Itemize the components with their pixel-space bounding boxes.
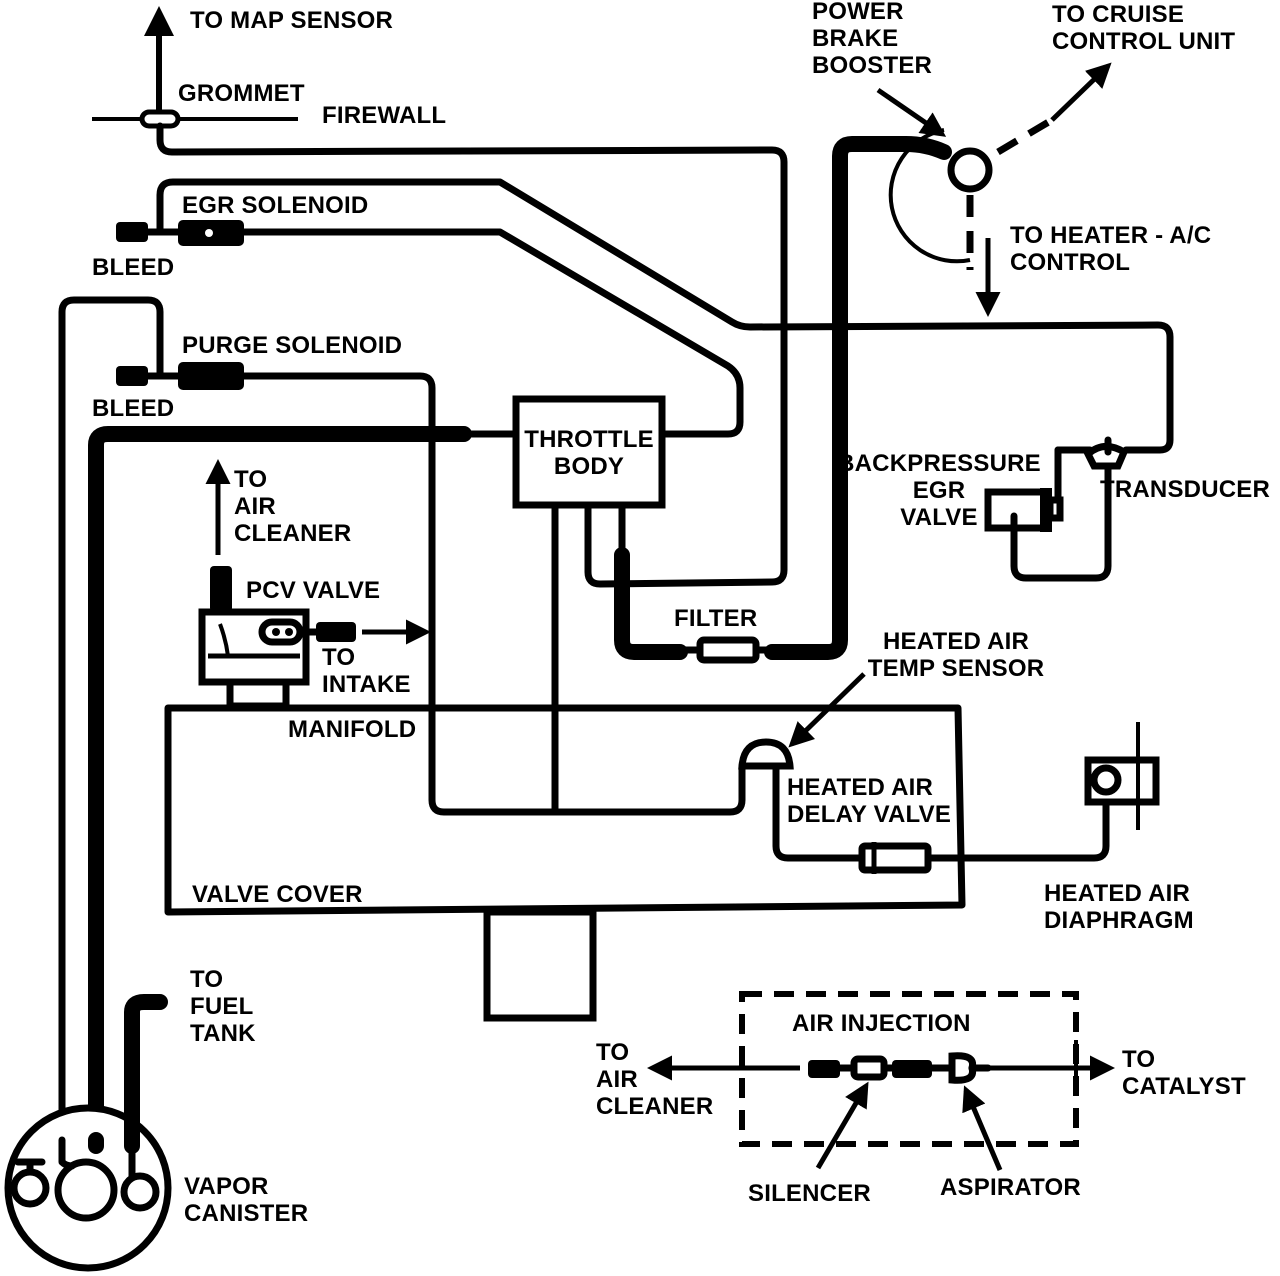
air-injection-hose-left [808, 1060, 840, 1078]
canister-port-center [54, 1158, 118, 1222]
diaphragm-port [1090, 764, 1122, 796]
brake-booster-port [947, 147, 993, 193]
label-purge-solenoid: PURGE SOLENOID [182, 332, 403, 359]
label-to-air-cleaner-top: TO AIR CLEANER [234, 466, 352, 547]
label-pcv-valve: PCV VALVE [246, 577, 381, 604]
label-silencer: SILENCER [748, 1180, 871, 1207]
label-bleed-bottom: BLEED [92, 395, 175, 422]
hose-egr-to-throttle [240, 228, 744, 438]
egr-solenoid-port [205, 229, 213, 237]
label-to-catalyst: TO CATALYST [1122, 1046, 1246, 1100]
hose-egr-loop [1010, 462, 1112, 582]
label-to-fuel-tank: TO FUEL TANK [190, 966, 256, 1047]
label-manifold: MANIFOLD [288, 716, 417, 743]
hose-delay-diaphragm [924, 786, 1110, 862]
hose-fuel-tank [124, 994, 168, 1154]
label-transducer: TRANSDUCER [1100, 476, 1270, 503]
label-filter: FILTER [674, 605, 758, 632]
pcv-port [258, 618, 304, 646]
label-aspirator: ASPIRATOR [940, 1174, 1081, 1201]
pcv-port-dot-right [285, 628, 293, 636]
label-valve-cover: VALVE COVER [192, 881, 363, 908]
hose-canister-to-throttle [88, 426, 472, 1148]
air-injection-box [739, 991, 1079, 1147]
throttle-body [512, 395, 666, 509]
valve-cover [164, 704, 966, 916]
pcv-grommet [226, 678, 290, 710]
label-heated-air-temp-sensor: HEATED AIR TEMP SENSOR [867, 628, 1045, 682]
canister-port-left [10, 1168, 50, 1208]
canister-port-right [120, 1172, 160, 1212]
hose-egr-vertical [156, 178, 1174, 454]
pcv-port-dot-left [272, 628, 280, 636]
bleed-top [116, 222, 148, 242]
label-bleed-top: BLEED [92, 254, 175, 281]
pointer-brake-booster [876, 87, 947, 137]
label-heated-air-delay-valve: HEATED AIR DELAY VALVE [787, 774, 952, 828]
label-firewall: FIREWALL [322, 102, 447, 129]
hose-cruise-dashed [996, 116, 1054, 156]
hose-brake-booster [614, 547, 688, 660]
label-to-air-cleaner-bottom: TO AIR CLEANER [596, 1039, 714, 1120]
valve-cover-base [483, 908, 597, 1022]
label-grommet: GROMMET [178, 80, 305, 107]
label-backpressure-egr-valve: BACKPRESSURE EGR VALVE [837, 450, 1041, 531]
label-egr-solenoid: EGR SOLENOID [182, 192, 369, 219]
label-air-injection: AIR INJECTION [792, 1010, 971, 1037]
arrow-cruise [1050, 62, 1112, 122]
pointer-temp-sensor [788, 672, 866, 748]
label-to-map-sensor: TO MAP SENSOR [190, 7, 394, 34]
hose-sensor-delay [772, 762, 868, 862]
silencer [850, 1055, 888, 1081]
filter [696, 636, 760, 664]
label-power-brake-booster: POWER BRAKE BOOSTER [812, 0, 933, 79]
air-injection-hose-right [892, 1060, 932, 1078]
label-vapor-canister: VAPOR CANISTER [184, 1173, 309, 1227]
label-heated-air-diaphragm: HEATED AIR DIAPHRAGM [1044, 880, 1194, 934]
label-to-cruise-control: TO CRUISE CONTROL UNIT [1052, 1, 1236, 55]
bleed-bottom [116, 366, 148, 386]
canister-vent [14, 1158, 46, 1176]
pointer-silencer [815, 1081, 869, 1170]
pcv-hose-upper [210, 566, 232, 612]
hose-purge-canister [58, 296, 164, 1144]
hose-purge-to-tb [240, 372, 746, 816]
egr-valve-nipple [1046, 496, 1064, 522]
label-to-heater-ac: TO HEATER - A/C CONTROL [1010, 222, 1212, 276]
pcv-outlet-hose [316, 622, 356, 642]
label-to-intake-manifold: TO INTAKE [322, 644, 411, 698]
pointer-aspirator [962, 1085, 1003, 1171]
purge-solenoid [178, 362, 244, 390]
heated-air-temp-sensor [738, 738, 794, 770]
pcv-spring [218, 623, 230, 657]
brake-booster-housing [888, 128, 971, 264]
canister-hose-left [58, 1136, 76, 1170]
hose-booster-thick [764, 136, 952, 660]
label-throttle-body: THROTTLE BODY [524, 426, 654, 480]
hose-map-to-throttle [156, 122, 788, 588]
